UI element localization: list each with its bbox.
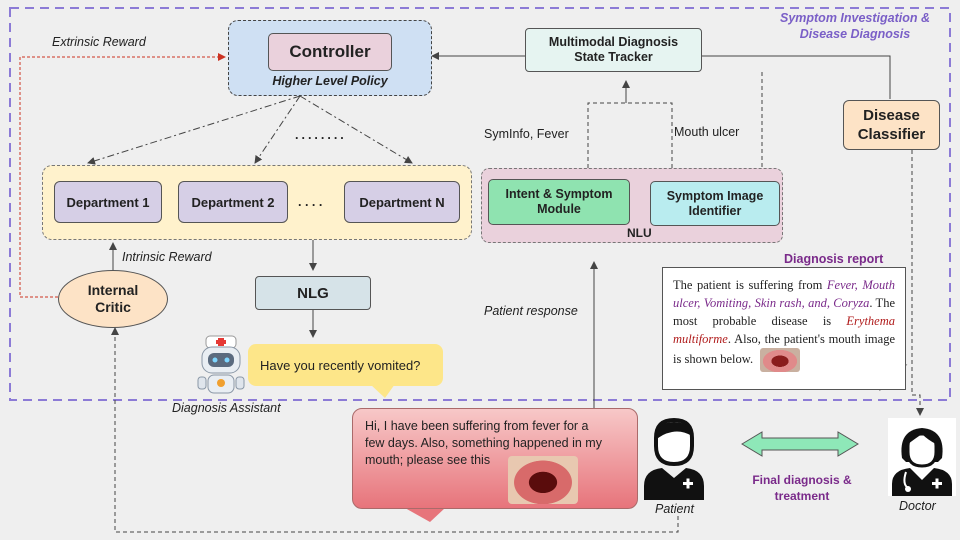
region-title: Symptom Investigation & Disease Diagnosi… (760, 10, 950, 42)
final-diagnosis-line-1: Final diagnosis & (752, 473, 852, 487)
report-mid: . The most probable disease is (673, 296, 895, 328)
state-tracker-line-1: Multimodal Diagnosis (548, 35, 679, 49)
patient-icon (642, 416, 706, 500)
controller-subtitle: Higher Level Policy (272, 74, 388, 88)
nlu-to-tracker-arrow (587, 102, 673, 168)
patient-response-label: Patient response (484, 304, 578, 318)
final-diagnosis-arrow (741, 431, 859, 457)
department-ellipsis: . . . . (298, 195, 323, 209)
patient-message-bubble: Hi, I have been suffering from fever for… (352, 408, 638, 509)
image-identifier-line-2: Identifier (688, 203, 742, 218)
diagnosis-report: The patient is suffering from Fever, Mou… (662, 267, 906, 390)
nlg-box: NLG (255, 276, 371, 310)
assistant-question: Have you recently vomited? (260, 357, 421, 373)
region-title-line-2: Disease Diagnosis (799, 27, 911, 41)
symptom-image-identifier: Symptom Image Identifier (650, 181, 780, 226)
report-title: Diagnosis report (784, 252, 884, 266)
disease-classifier-line-2: Classifier (857, 126, 926, 143)
doctor-caption: Doctor (899, 499, 936, 513)
intent-module-line-2: Module (537, 202, 581, 216)
report-mouth-image (760, 348, 801, 372)
controller-to-dept2-arrow (254, 95, 301, 164)
report-end: . Also, the patient's mouth image is sho… (673, 332, 895, 366)
patient-mouth-image (508, 456, 578, 504)
patient-message-line-3: mouth; please see this (365, 453, 491, 467)
image-identifier-line-1: Symptom Image (666, 188, 764, 203)
assistant-caption: Diagnosis Assistant (172, 401, 281, 415)
region-title-line-1: Symptom Investigation & (779, 11, 931, 25)
extrinsic-reward-label: Extrinsic Reward (52, 35, 146, 49)
disease-classifier-line-1: Disease (863, 107, 920, 124)
mouth-ulcer-label: Mouth ulcer (674, 125, 740, 139)
patient-to-critic-arrow (111, 327, 679, 533)
classifier-to-doctor-arrow (911, 150, 924, 416)
state-tracker: Multimodal Diagnosis State Tracker (525, 28, 702, 72)
assistant-bubble: Have you recently vomited? (248, 344, 443, 386)
assistant-bubble-tail (370, 384, 395, 398)
investigation-region-border (9, 7, 951, 401)
final-diagnosis-line-2: treatment (774, 489, 830, 503)
extrinsic-reward-arrow (19, 53, 226, 298)
intent-module-line-1: Intent & Symptom (505, 187, 613, 201)
internal-critic: Internal Critic (58, 270, 168, 328)
report-disease: Erythema multiforme (673, 314, 895, 346)
final-diagnosis-label: Final diagnosis & treatment (742, 472, 862, 504)
nlu-label: NLU (627, 226, 652, 240)
department-n: Department N (344, 181, 460, 223)
internal-critic-line-2: Critic (95, 299, 131, 315)
symptom-info-label: SymInfo, Fever (484, 127, 569, 141)
state-tracker-line-2: State Tracker (574, 50, 653, 64)
internal-critic-line-1: Internal (87, 282, 139, 298)
controller-title: Controller (268, 33, 392, 71)
controller-to-dept1-arrow (87, 95, 301, 165)
department-2: Department 2 (178, 181, 288, 223)
patient-caption: Patient (655, 502, 694, 516)
patient-bubble-tail (405, 508, 445, 522)
robot-assistant-icon (196, 333, 246, 401)
tracker-to-classifier-line (702, 55, 891, 99)
report-symptoms: Fever, Mouth ulcer, Vomiting, Skin rash,… (673, 278, 895, 310)
disease-classifier: Disease Classifier (843, 100, 940, 150)
controller-ellipsis: ........ (295, 128, 347, 142)
report-intro: The patient is suffering from (673, 278, 827, 292)
intrinsic-reward-label: Intrinsic Reward (122, 250, 212, 264)
department-1: Department 1 (54, 181, 162, 223)
intent-symptom-module: Intent & Symptom Module (488, 179, 630, 225)
patient-message-line-1: Hi, I have been suffering from fever for… (365, 419, 589, 433)
patient-message-line-2: few days. Also, something happened in my (365, 436, 602, 450)
controller-to-deptn-arrow (299, 95, 413, 164)
doctor-icon (888, 418, 956, 496)
